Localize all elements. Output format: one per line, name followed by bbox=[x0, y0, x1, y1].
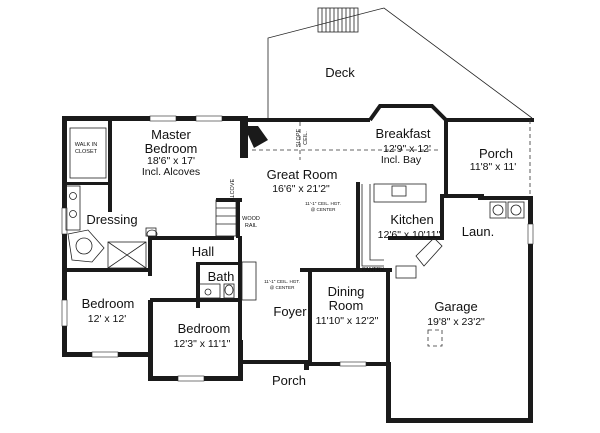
walk-in-closet-note-2: CLOSET bbox=[75, 149, 98, 155]
deck-label: Deck bbox=[325, 65, 355, 80]
slope-ceil-note-1: SLOPE bbox=[296, 128, 302, 147]
porch-right-dims: 11'8" x 11' bbox=[470, 161, 516, 173]
master-bedroom-note: Incl. Alcoves bbox=[142, 166, 200, 178]
kitchen-dims: 12'6" x 10'11" bbox=[378, 229, 441, 241]
bath-ceiling-note-1: 11'-1" CEIL. HGT. bbox=[264, 279, 300, 284]
alcove-note: ALCOVE bbox=[230, 179, 236, 202]
bedroom-center-dims: 12'3" x 11'1" bbox=[174, 338, 231, 350]
slope-ceil-note-2: CEIL. bbox=[303, 131, 309, 145]
bath-label: Bath bbox=[208, 269, 235, 284]
great-room-ceiling-note-1: 11'-1" CEIL. HGT. bbox=[305, 201, 341, 206]
master-bedroom-dims: 18'6" x 17' bbox=[147, 155, 195, 167]
bedroom-left-dims: 12' x 12' bbox=[88, 313, 126, 325]
breakfast-note: Incl. Bay bbox=[381, 154, 422, 166]
fixtures bbox=[65, 122, 525, 347]
wood-rail-note-1: WOOD bbox=[242, 216, 260, 222]
master-bedroom-label-2: Bedroom bbox=[145, 141, 198, 156]
dining-room-label-1: Dining bbox=[328, 284, 365, 299]
great-room-dims: 16'6" x 21'2" bbox=[272, 183, 330, 195]
kitchen-label: Kitchen bbox=[390, 212, 433, 227]
garage-label: Garage bbox=[434, 299, 477, 314]
breakfast-dims: 12'9" x 12' bbox=[383, 143, 431, 155]
laundry-label: Laun. bbox=[462, 224, 495, 239]
deck-outline bbox=[267, 7, 533, 119]
porch-front-label: Porch bbox=[272, 373, 306, 388]
bedroom-left-label: Bedroom bbox=[82, 296, 135, 311]
great-room-label: Great Room bbox=[267, 167, 338, 182]
dressing-label: Dressing bbox=[86, 212, 137, 227]
hall-label: Hall bbox=[192, 244, 215, 259]
windows bbox=[61, 115, 534, 382]
bedroom-center-label: Bedroom bbox=[178, 321, 231, 336]
breakfast-label: Breakfast bbox=[376, 126, 431, 141]
master-bedroom-label-1: Master bbox=[151, 127, 191, 142]
great-room-ceiling-note-2: @ CENTER bbox=[311, 207, 337, 212]
dining-room-dims: 11'10" x 12'2" bbox=[316, 315, 379, 327]
garage-dims: 19'8" x 23'2" bbox=[427, 316, 485, 328]
dining-room-label-2: Room bbox=[329, 298, 364, 313]
pantry-note: PANTRY bbox=[362, 267, 384, 273]
walk-in-closet-note-1: WALK IN bbox=[75, 142, 97, 148]
bath-ceiling-note-2: @ CENTER bbox=[270, 285, 296, 290]
wood-rail-note-2: RAIL bbox=[245, 223, 257, 229]
foyer-label: Foyer bbox=[273, 304, 307, 319]
porch-right-label: Porch bbox=[479, 146, 513, 161]
